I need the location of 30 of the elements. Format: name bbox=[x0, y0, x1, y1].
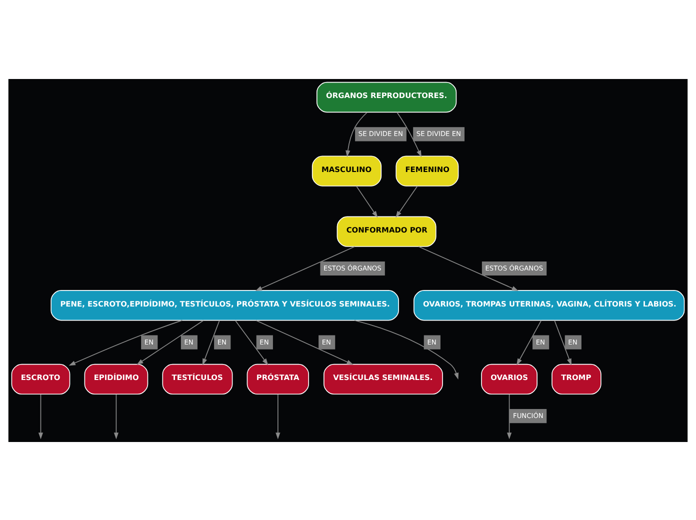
arrow bbox=[554, 320, 572, 365]
arrow bbox=[396, 111, 422, 157]
node-box: MASCULINO bbox=[312, 155, 382, 186]
arrow bbox=[38, 393, 44, 439]
arrow bbox=[418, 246, 518, 290]
arrow bbox=[255, 246, 356, 290]
node-box: ESCROTO bbox=[11, 363, 70, 394]
arrow bbox=[356, 185, 378, 218]
node-box: TESTÍCULOS bbox=[162, 363, 233, 394]
arrow bbox=[234, 320, 268, 365]
arrow bbox=[136, 320, 204, 364]
arrow bbox=[114, 393, 119, 439]
node-box: TROMP bbox=[552, 363, 602, 394]
arrow bbox=[516, 320, 542, 365]
node-box: PRÓSTATA bbox=[246, 363, 310, 394]
arrow bbox=[396, 185, 418, 218]
arrow bbox=[202, 320, 220, 365]
node-box: PENE, ESCROTO,EPIDÍDIMO, TESTÍCULOS, PRÓSTATA Y VESÍCULOS SEMINALES. bbox=[50, 290, 399, 320]
node-box: OVARIOS bbox=[481, 363, 538, 394]
arrow bbox=[346, 111, 368, 157]
arrow bbox=[506, 393, 512, 439]
node-box: ÓRGANOS REPRODUCTORES. bbox=[316, 81, 457, 112]
node-box: CONFORMADO POR bbox=[336, 216, 436, 246]
node-box: FEMENINO bbox=[396, 155, 459, 186]
arrow bbox=[68, 319, 183, 366]
node-box: EPIDÍDIMO bbox=[84, 363, 148, 394]
arrow bbox=[276, 393, 280, 439]
node-box: VESÍCULAS SEMINALES. bbox=[324, 363, 443, 394]
arrow bbox=[354, 319, 459, 379]
node-box: OVARIOS, TROMPAS UTERINAS, VAGINA, CLÍTORIS Y LABIOS. bbox=[414, 290, 685, 320]
